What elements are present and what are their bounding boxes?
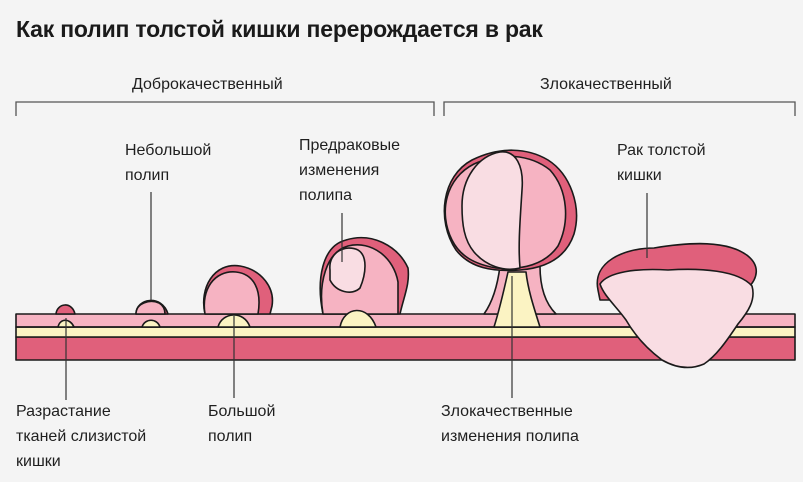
- leader-lines: [65, 192, 648, 400]
- page-title: Как полип толстой кишки перерождается в …: [16, 16, 543, 42]
- group-label-malignant: Злокачественный: [540, 76, 672, 93]
- group-label-benign: Доброкачественный: [132, 76, 283, 93]
- label-mucosa-growth: Разрастание тканей слизистой кишки: [16, 403, 147, 470]
- label-small-polyp: Небольшой полип: [125, 142, 212, 184]
- label-malignant-changes: Злокачественные изменения полипа: [441, 403, 579, 445]
- polyp-malignant-stalk-core: [493, 271, 541, 328]
- bracket-benign: [15, 101, 435, 116]
- polyp-precancer-lesion: [329, 247, 366, 293]
- polyp-small: [135, 300, 166, 315]
- bracket-malignant: [443, 101, 796, 116]
- cancer-tumor: [599, 268, 754, 369]
- label-large-polyp: Большой полип: [208, 403, 276, 445]
- polyp-precancer-core: [339, 309, 377, 328]
- label-colon-cancer: Рак толстой кишки: [617, 142, 706, 184]
- polyp-mucosa-growth: [55, 304, 76, 315]
- polyp-large: [203, 271, 260, 315]
- polyp-small-core: [141, 319, 161, 328]
- polyp-malignant-lesion: [461, 151, 524, 270]
- label-precancerous: Предраковые изменения полипа: [299, 137, 401, 204]
